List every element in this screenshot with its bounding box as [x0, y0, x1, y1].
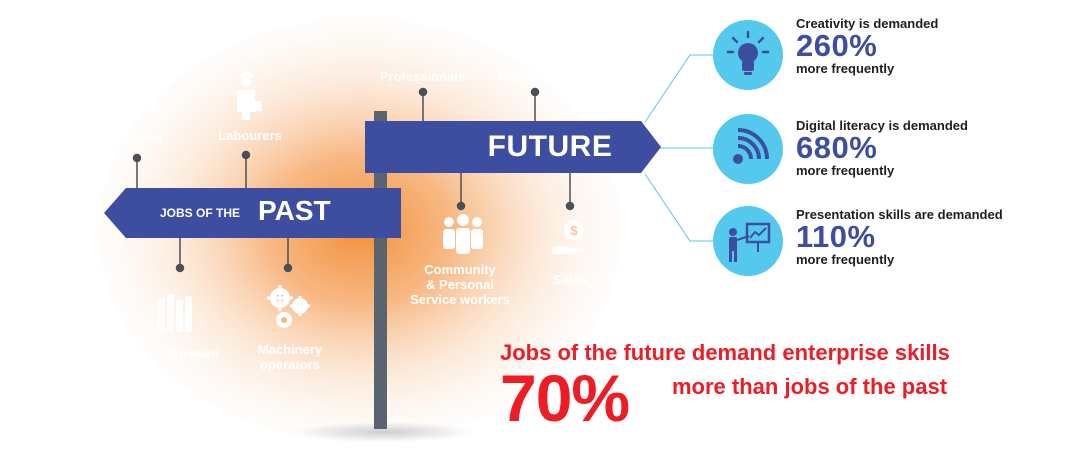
books-icon [158, 294, 192, 332]
gears-icon [267, 285, 310, 328]
stat-item: Digital literacy is demanded 680% more f… [796, 118, 1066, 178]
future-sign-label: FUTURE [487, 130, 613, 163]
stat-label: Presentation skills are demanded [796, 207, 1003, 222]
past-job-label: istration [168, 346, 220, 361]
hourglass-icon [145, 92, 155, 110]
headline-line2: more than jobs of the past [672, 374, 948, 399]
future-job-label: Manag [499, 69, 541, 84]
past-job-label: Labourers [218, 128, 282, 143]
stat-icon-circle [713, 206, 783, 276]
stat-sub: more frequently [796, 61, 895, 76]
stat-sub: more frequently [796, 163, 895, 178]
future-job-label: Community & Personal Service workers [410, 262, 510, 307]
headline-line1: Jobs of the future demand enterprise ski… [500, 340, 950, 365]
presenter-icon [729, 222, 771, 262]
past-job-label: ctions [125, 130, 164, 145]
worker-icon [237, 71, 262, 120]
stat-item: Presentation skills are demanded 110% mo… [796, 207, 1066, 267]
headline-big-percent: 70% [500, 361, 630, 435]
past-sign [104, 188, 401, 238]
future-job-label: Sales [553, 272, 587, 287]
past-sign-prefix: JOBS OF THE [160, 206, 241, 220]
stat-value: 260% [796, 28, 878, 63]
past-job-label: Machinery operators [257, 342, 323, 372]
people-icon [443, 214, 483, 254]
signal-icon [733, 128, 769, 164]
lightbulb-icon [726, 30, 770, 75]
future-job-label: Professionals [379, 69, 466, 84]
stat-sub: more frequently [796, 252, 895, 267]
stat-icon-circle [713, 20, 783, 90]
manager-icon [519, 42, 541, 60]
stat-item: Creativity is demanded 260% more frequen… [796, 16, 1066, 76]
stat-label: Creativity is demanded [796, 16, 939, 31]
svg-text:$: $ [570, 223, 578, 238]
money-hand-icon: $ [552, 220, 585, 254]
stat-value: 110% [796, 219, 876, 254]
stat-label: Digital literacy is demanded [796, 118, 968, 133]
stat-value: 680% [796, 130, 878, 165]
future-sign [365, 121, 661, 173]
stat-icon-circle [713, 114, 783, 184]
past-sign-label: PAST [258, 195, 331, 226]
